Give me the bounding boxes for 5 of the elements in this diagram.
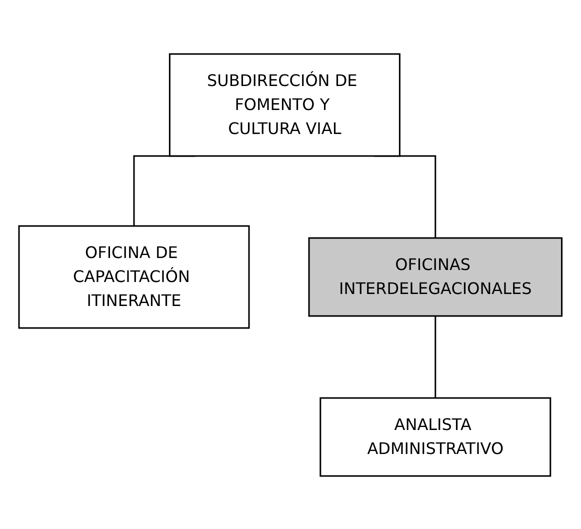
connector — [434, 314, 436, 398]
node-box: OFICINA DE CAPACITACIÓN ITINERANTE — [18, 224, 250, 328]
node-box: SUBDIRECCIÓN DE FOMENTO Y CULTURA VIAL — [169, 52, 401, 156]
node-box: ANALISTA ADMINISTRATIVO — [320, 396, 552, 476]
node-box: OFICINAS INTERDELEGACIONALES — [308, 236, 563, 316]
